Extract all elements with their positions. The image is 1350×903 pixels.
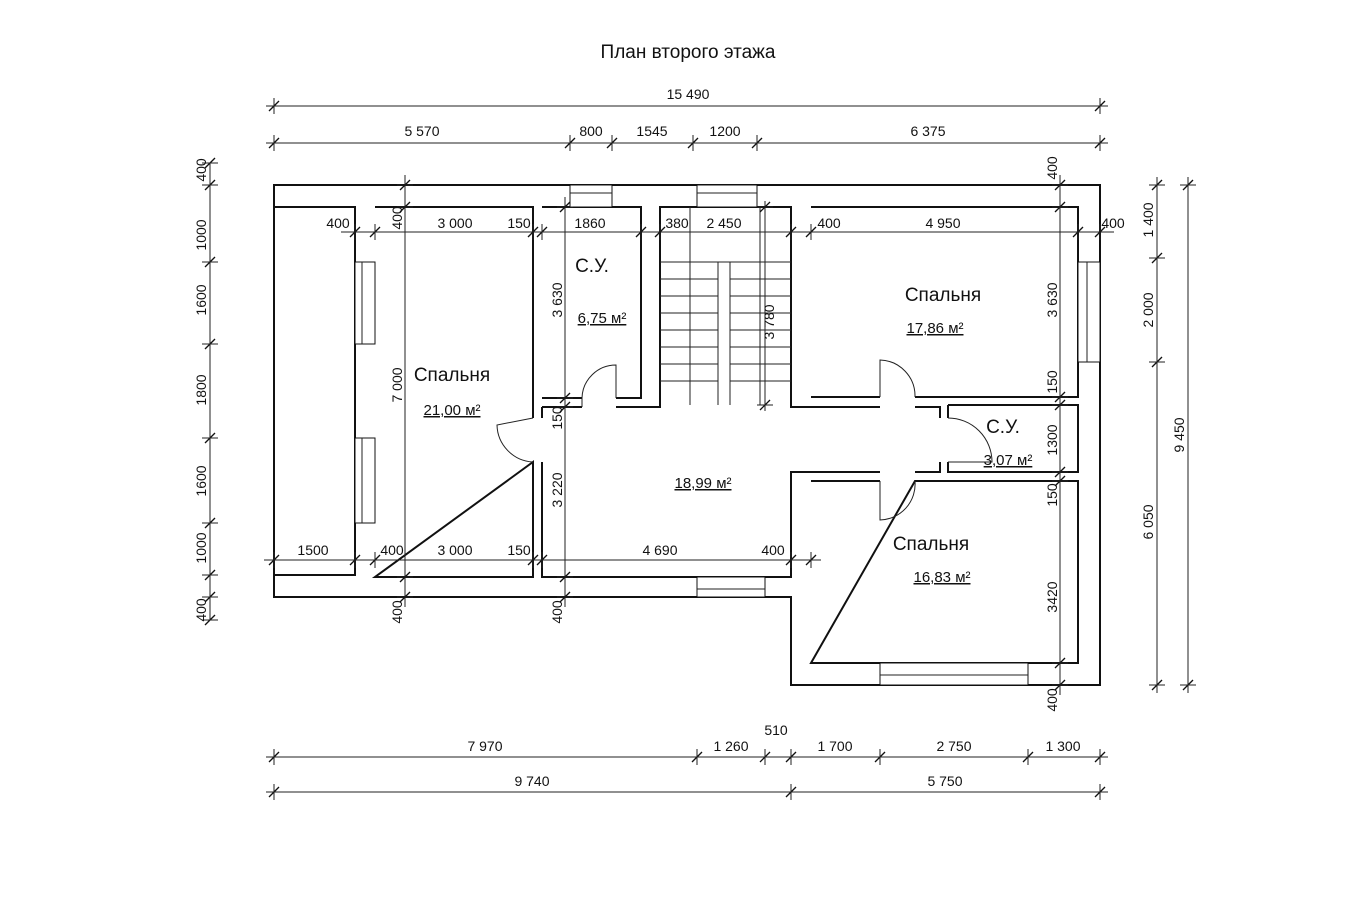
dim-top: 6 375 (910, 123, 945, 139)
dim-vertical: 1300 (1044, 424, 1060, 455)
dim-left: 1600 (193, 284, 209, 315)
dim-inner: 400 (761, 542, 785, 558)
dim-vertical: 3 780 (761, 304, 777, 339)
doors (496, 359, 993, 521)
room-area: 6,75 м² (578, 310, 627, 327)
dim-left: 1800 (193, 374, 209, 405)
dim-inner: 150 (507, 215, 531, 231)
room-area: 17,86 м² (906, 320, 963, 337)
dim-top: 5 570 (404, 123, 439, 139)
dim-top: 1545 (636, 123, 667, 139)
plan-title: План второго этажа (601, 42, 776, 63)
dim-left: 1600 (193, 465, 209, 496)
dim-top: 1200 (709, 123, 740, 139)
dim-vertical: 7 000 (389, 367, 405, 402)
dim-right: 1 400 (1140, 202, 1156, 237)
dim-vertical: 400 (549, 600, 565, 624)
dim-vertical: 150 (1044, 370, 1060, 394)
dim-left: 400 (193, 598, 209, 622)
dim-vertical: 400 (389, 600, 405, 624)
room-name: Спальня (893, 534, 969, 555)
dim-top-total: 15 490 (667, 86, 710, 102)
dimension-labels: 15 490 5 570 800 1545 1200 6 375 7 970 1… (193, 86, 1187, 789)
dim-vertical: 400 (1044, 688, 1060, 712)
dim-vertical: 3 220 (549, 472, 565, 507)
dim-right: 2 000 (1140, 292, 1156, 327)
dim-inner: 2 450 (706, 215, 741, 231)
dim-inner: 400 (380, 542, 404, 558)
dim-bottom: 5 750 (927, 773, 962, 789)
dim-bottom: 1 700 (817, 738, 852, 754)
dim-top: 800 (579, 123, 603, 139)
room-name: С.У. (575, 256, 609, 277)
dim-inner: 4 690 (642, 542, 677, 558)
dim-inner: 3 000 (437, 215, 472, 231)
dim-inner: 400 (326, 215, 350, 231)
dimension-lines (202, 98, 1196, 800)
room-labels: Спальня 21,00 м² С.У. 6,75 м² Спальня 17… (414, 256, 1033, 586)
dim-vertical: 150 (1044, 483, 1060, 507)
dim-inner: 4 950 (925, 215, 960, 231)
room-area: 18,99 м² (674, 475, 731, 492)
dim-inner: 1500 (297, 542, 328, 558)
dim-left: 400 (193, 158, 209, 182)
dim-bottom: 7 970 (467, 738, 502, 754)
dim-right: 6 050 (1140, 504, 1156, 539)
dim-vertical: 400 (389, 206, 405, 230)
dim-inner: 400 (817, 215, 841, 231)
dim-vertical: 3420 (1044, 581, 1060, 612)
dim-bottom: 2 750 (936, 738, 971, 754)
room-area: 3,07 м² (984, 452, 1033, 469)
dim-left: 1000 (193, 219, 209, 250)
dim-bottom: 9 740 (514, 773, 549, 789)
dim-inner: 1860 (574, 215, 605, 231)
dim-bottom: 1 300 (1045, 738, 1080, 754)
room-name: Спальня (905, 285, 981, 306)
dim-vertical: 400 (1044, 156, 1060, 180)
dim-inner: 150 (507, 542, 531, 558)
dim-bottom: 510 (764, 722, 788, 738)
staircase (660, 207, 791, 405)
dim-inner: 3 000 (437, 542, 472, 558)
dim-inner: 400 (1101, 215, 1125, 231)
dim-vertical: 150 (549, 406, 565, 430)
dim-vertical: 3 630 (1044, 282, 1060, 317)
dim-inner: 380 (665, 215, 689, 231)
dim-vertical: 3 630 (549, 282, 565, 317)
dim-bottom: 1 260 (713, 738, 748, 754)
dim-left: 1000 (193, 532, 209, 563)
dim-right-total: 9 450 (1171, 417, 1187, 452)
room-name: С.У. (986, 417, 1020, 438)
room-area: 21,00 м² (423, 402, 480, 419)
room-area: 16,83 м² (913, 569, 970, 586)
room-name: Спальня (414, 365, 490, 386)
windows (354, 184, 1101, 686)
